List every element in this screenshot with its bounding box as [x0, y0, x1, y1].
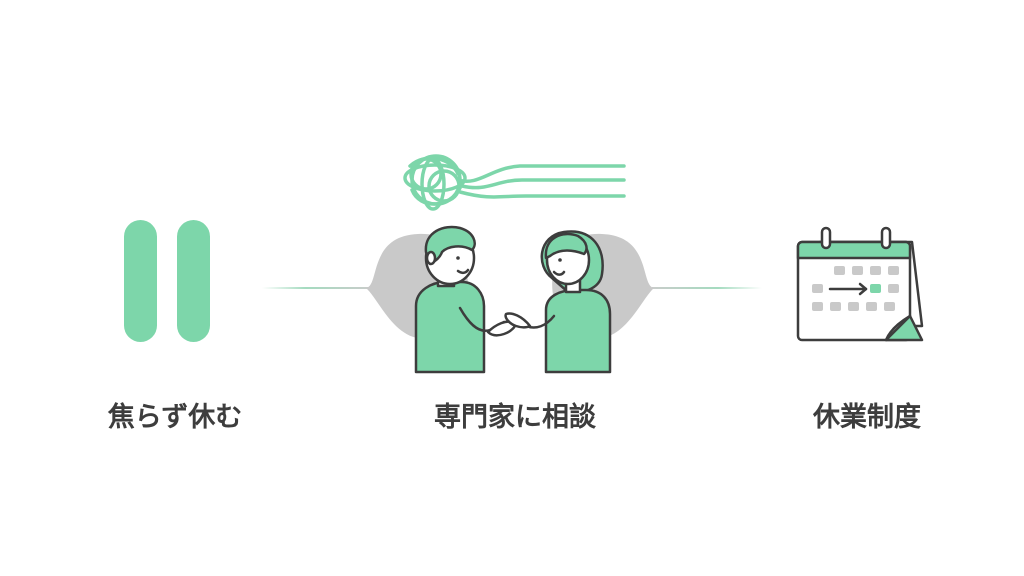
connector-line-right [652, 287, 762, 289]
calendar-icon [796, 226, 924, 342]
calendar-highlight-date [870, 284, 881, 293]
pause-bar-right [177, 220, 210, 342]
connector-line-left [262, 287, 370, 289]
pause-bar-left [124, 220, 157, 342]
tangled-thread-icon [403, 154, 626, 211]
step-label-consult: 専門家に相談 [434, 402, 596, 433]
step-label-leave: 休業制度 [813, 402, 921, 433]
man-figure [414, 225, 517, 374]
arrow-right-icon [828, 282, 868, 296]
calendar-date-grid [812, 266, 899, 311]
consultation-icon [366, 154, 654, 374]
step-label-rest: 焦らず休む [107, 402, 243, 433]
woman-figure [504, 230, 612, 374]
